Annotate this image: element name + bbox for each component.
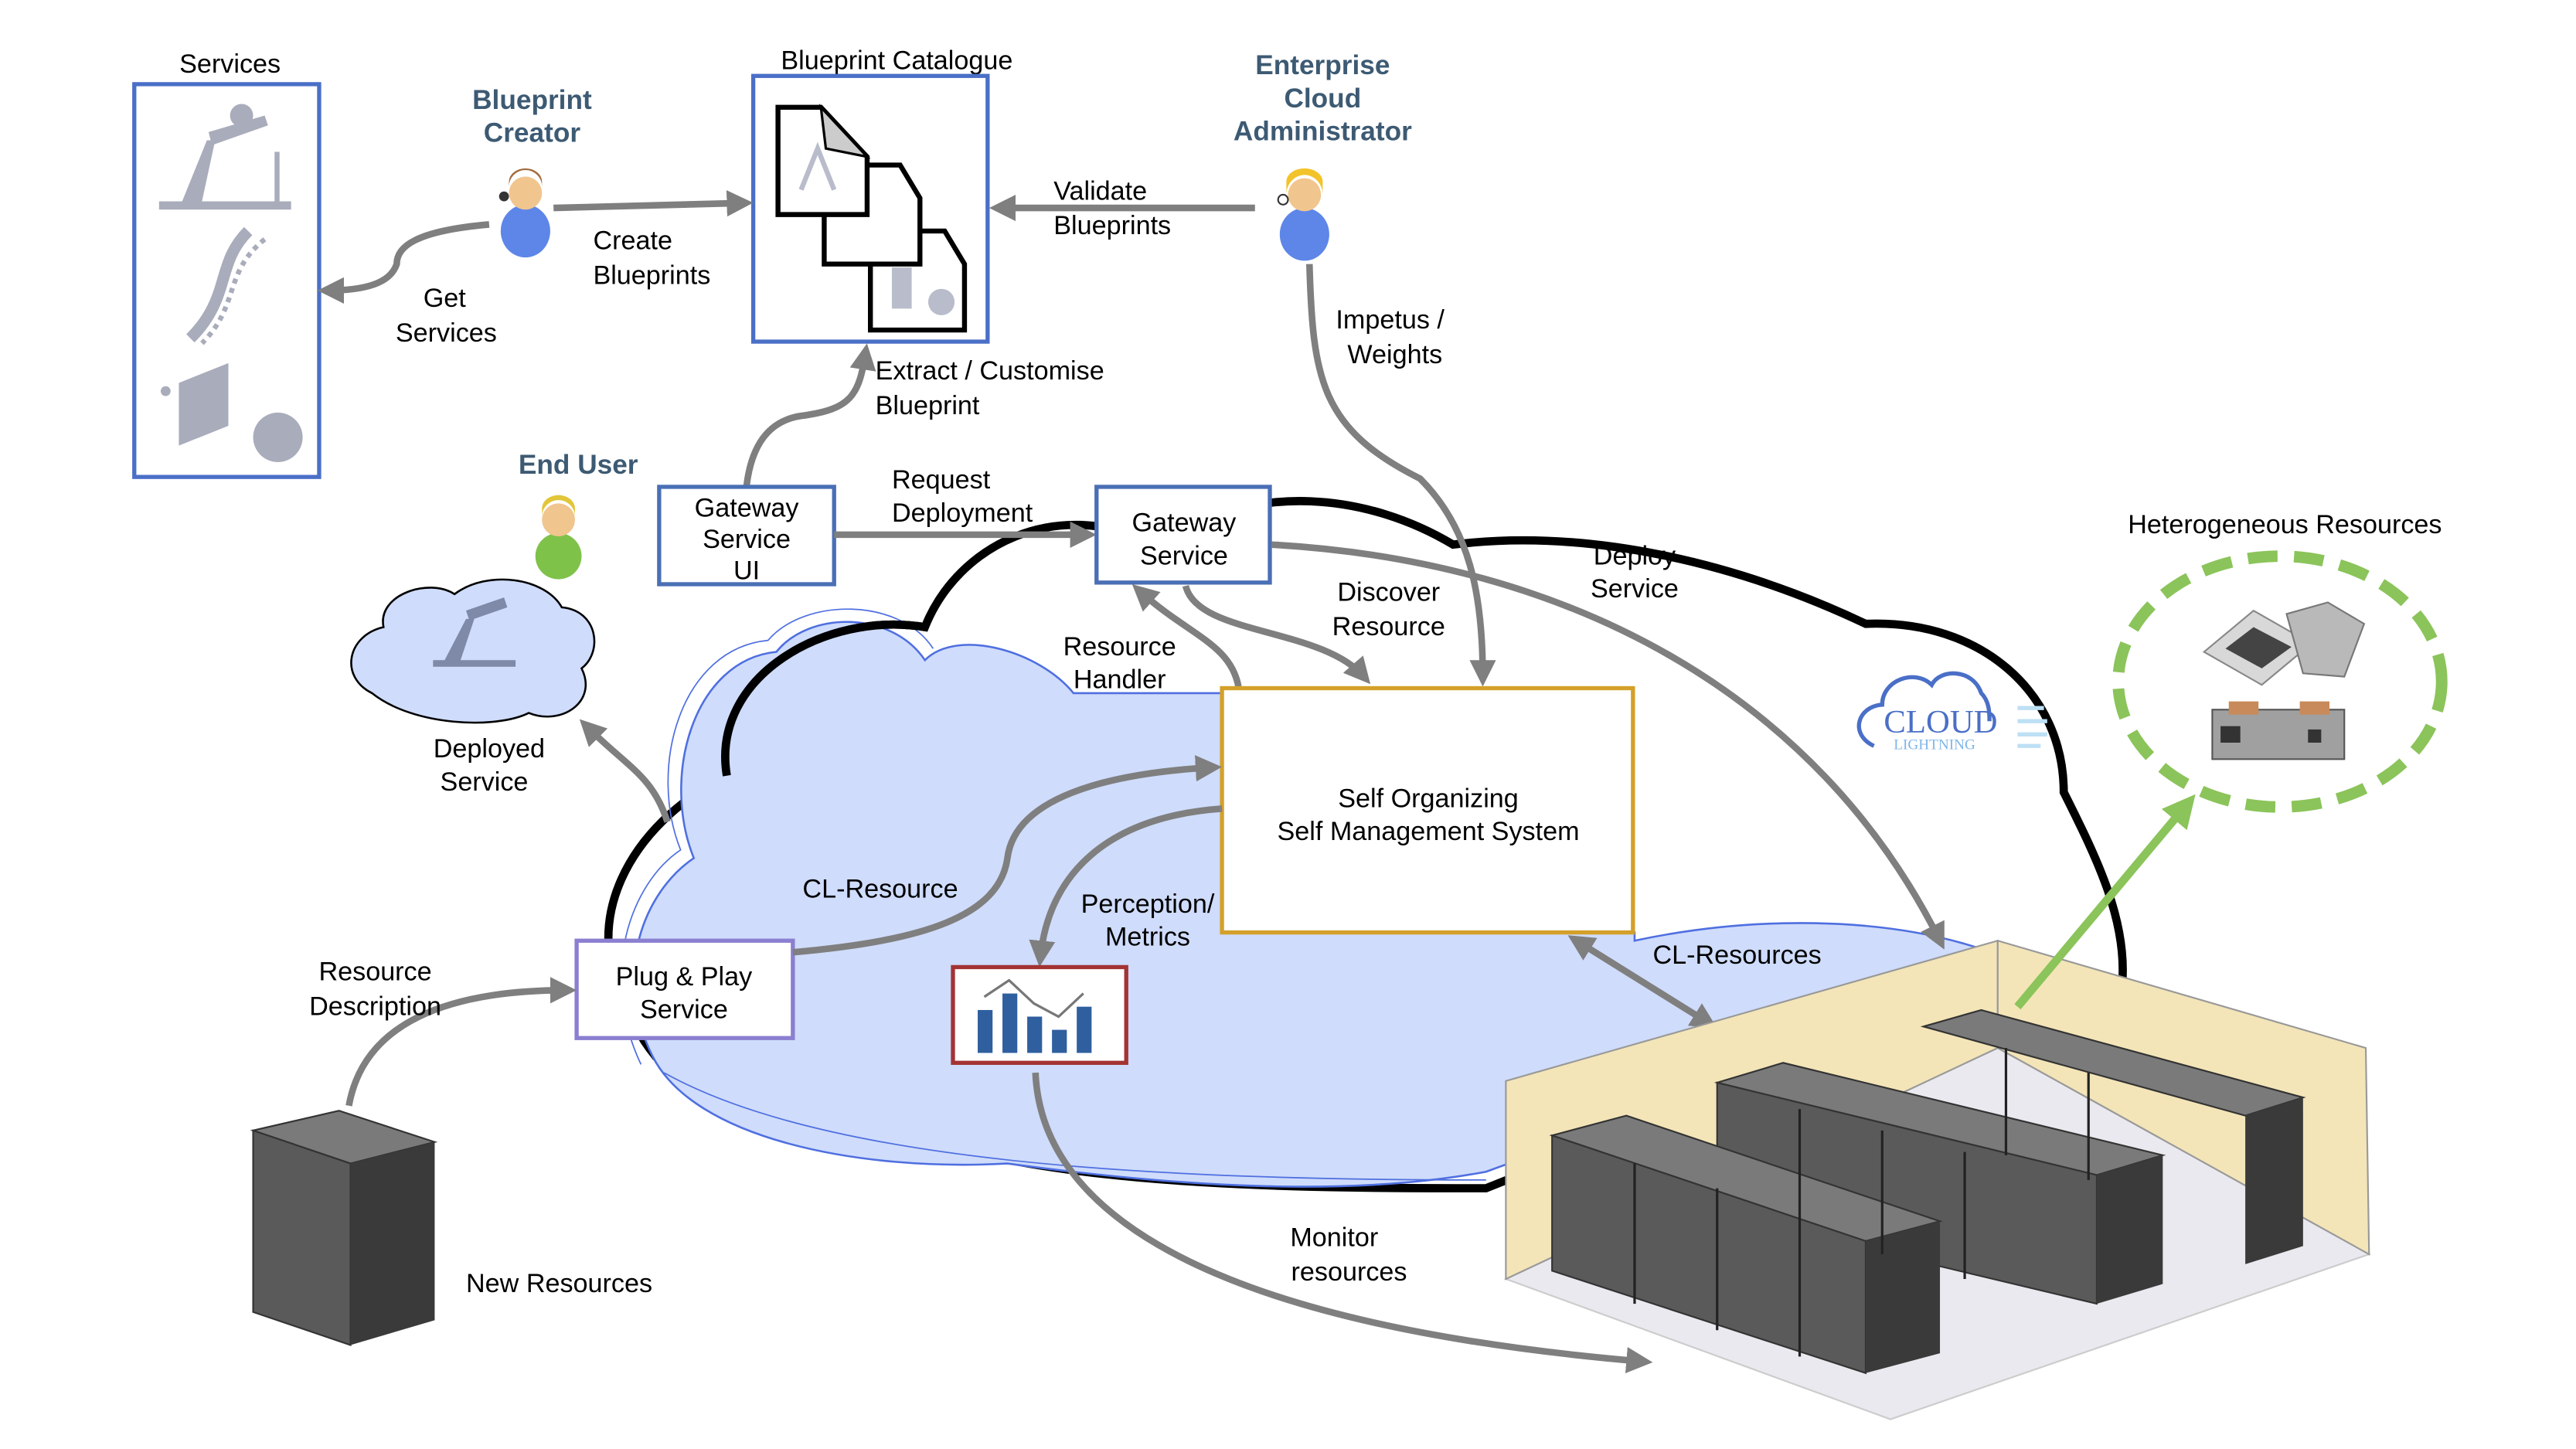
enterprise-admin-label-line2: Cloud [1284, 83, 1361, 114]
extract-customise-label: Extract / Customise [876, 356, 1104, 386]
gateway-service-label: Gateway [1132, 509, 1237, 538]
gateway-service-ui-box[interactable] [657, 485, 836, 587]
plug-play-label-line2: Service [640, 995, 728, 1025]
blueprint-catalogue-title: Blueprint Catalogue [781, 46, 1012, 76]
deploy-to-user-arrow [579, 719, 671, 823]
impetus-weights-label-line2: Weights [1347, 340, 1442, 369]
validate-blueprints-label-line2: Blueprints [1053, 211, 1171, 240]
end-user-label: End User [519, 450, 638, 480]
monitor-resources-arrow [1032, 1072, 1653, 1374]
services-title: Services [179, 49, 281, 79]
deploy-service-label: Deploy [1594, 541, 1676, 570]
cpu-gpu-icon [2202, 601, 2366, 686]
deploy-service-label-line2: Service [1591, 574, 1679, 604]
deploy-service-arrow [1271, 541, 1945, 950]
deployed-service-label-line2: Service [441, 767, 529, 797]
cl-resource-cloud-ripple [663, 1072, 1486, 1181]
resource-description-arrow [345, 977, 577, 1107]
monitor-resources-label-line2: resources [1291, 1257, 1407, 1287]
enterprise-admin-label-line3: Administrator [1234, 117, 1412, 147]
gateway-service-box[interactable] [1094, 485, 1272, 585]
deployed-service-label: Deployed [434, 734, 545, 764]
discover-resource-label-line2: Resource [1332, 612, 1445, 641]
cl-resources-label: CL-Resources [1652, 940, 1821, 970]
blueprint-creator-label-line2: Creator [484, 118, 581, 148]
dna-icon [186, 226, 267, 345]
network-card-icon [2211, 701, 2346, 760]
resource-description-label: Resource [318, 957, 431, 987]
perception-metrics-arrow [1029, 805, 1223, 968]
gateway-service-ui-label: Gateway [695, 493, 800, 522]
get-services-arrow [317, 221, 490, 304]
perception-metrics-label: Perception/ [1081, 889, 1215, 919]
blueprint-creator-avatar [499, 168, 550, 258]
metrics-chart-icon [951, 964, 1128, 1065]
enterprise-admin-label: Enterprise [1255, 50, 1390, 80]
resource-handler-label: Resource [1063, 632, 1176, 662]
request-deployment-label-line2: Deployment [892, 498, 1033, 528]
sosm-box[interactable] [1220, 685, 1635, 935]
data-center-icon [1503, 939, 2371, 1420]
gateway-service-ui-label-line3: UI [733, 556, 760, 586]
resource-handler-arrow [1131, 583, 1242, 688]
server-rack-icon [250, 1110, 438, 1346]
get-services-label: Get [424, 284, 467, 313]
blueprint-documents-icon [775, 104, 968, 333]
plug-play-label: Plug & Play [616, 962, 753, 992]
discover-resource-label: Discover [1337, 577, 1440, 607]
cl-resource-cloud-ripple [620, 608, 934, 1065]
monitor-resources-label: Monitor [1290, 1223, 1378, 1252]
gateway-service-ui-label-line2: Service [703, 525, 791, 554]
logo-subtext: LIGHTNING [1894, 737, 1975, 753]
impetus-weights-arrow [1305, 264, 1496, 687]
cl-resources-arrow [1567, 935, 1717, 1029]
create-blueprints-label-line2: Blueprints [593, 260, 710, 290]
sosm-label: Self Organizing [1338, 784, 1519, 813]
extract-customise-label-line2: Blueprint [876, 391, 980, 420]
oil-pump-icon [433, 597, 516, 667]
request-deployment-label: Request [892, 465, 991, 495]
cl-resource-label: CL-Resource [802, 875, 958, 904]
resource-handler-label-line2: Handler [1074, 665, 1166, 695]
sosm-label-line2: Self Management System [1277, 817, 1579, 846]
extract-customise-arrow [743, 343, 876, 486]
cl-resource-arrow [792, 755, 1223, 956]
new-resources-label: New Resources [466, 1269, 652, 1298]
plug-play-service-box[interactable] [574, 938, 795, 1040]
heterogeneous-resources-arrow [2014, 794, 2196, 1010]
validate-blueprints-label: Validate [1053, 176, 1147, 206]
create-blueprints-label: Create [593, 226, 672, 255]
create-blueprints-arrow [553, 190, 754, 217]
deployed-service-cloud [350, 578, 596, 724]
enterprise-admin-avatar [1277, 168, 1329, 261]
gateway-service-label-line2: Service [1140, 541, 1228, 570]
perception-metrics-label-line2: Metrics [1105, 923, 1190, 952]
projector-icon [160, 362, 303, 462]
logo-text: CLOUD [1884, 704, 1997, 740]
heterogeneous-resources-circle [2112, 550, 2448, 813]
get-services-label-line2: Services [396, 318, 497, 348]
blueprint-creator-label: Blueprint [472, 85, 592, 115]
oil-pump-icon [158, 104, 291, 210]
impetus-weights-label: Impetus / [1336, 305, 1445, 335]
heterogeneous-resources-label: Heterogeneous Resources [2128, 510, 2442, 539]
end-user-avatar [535, 495, 582, 580]
cloudlightning-logo: CLOUD LIGHTNING [1856, 671, 2047, 753]
resource-description-label-line2: Description [309, 992, 441, 1021]
discover-resource-arrow [1182, 584, 1371, 685]
